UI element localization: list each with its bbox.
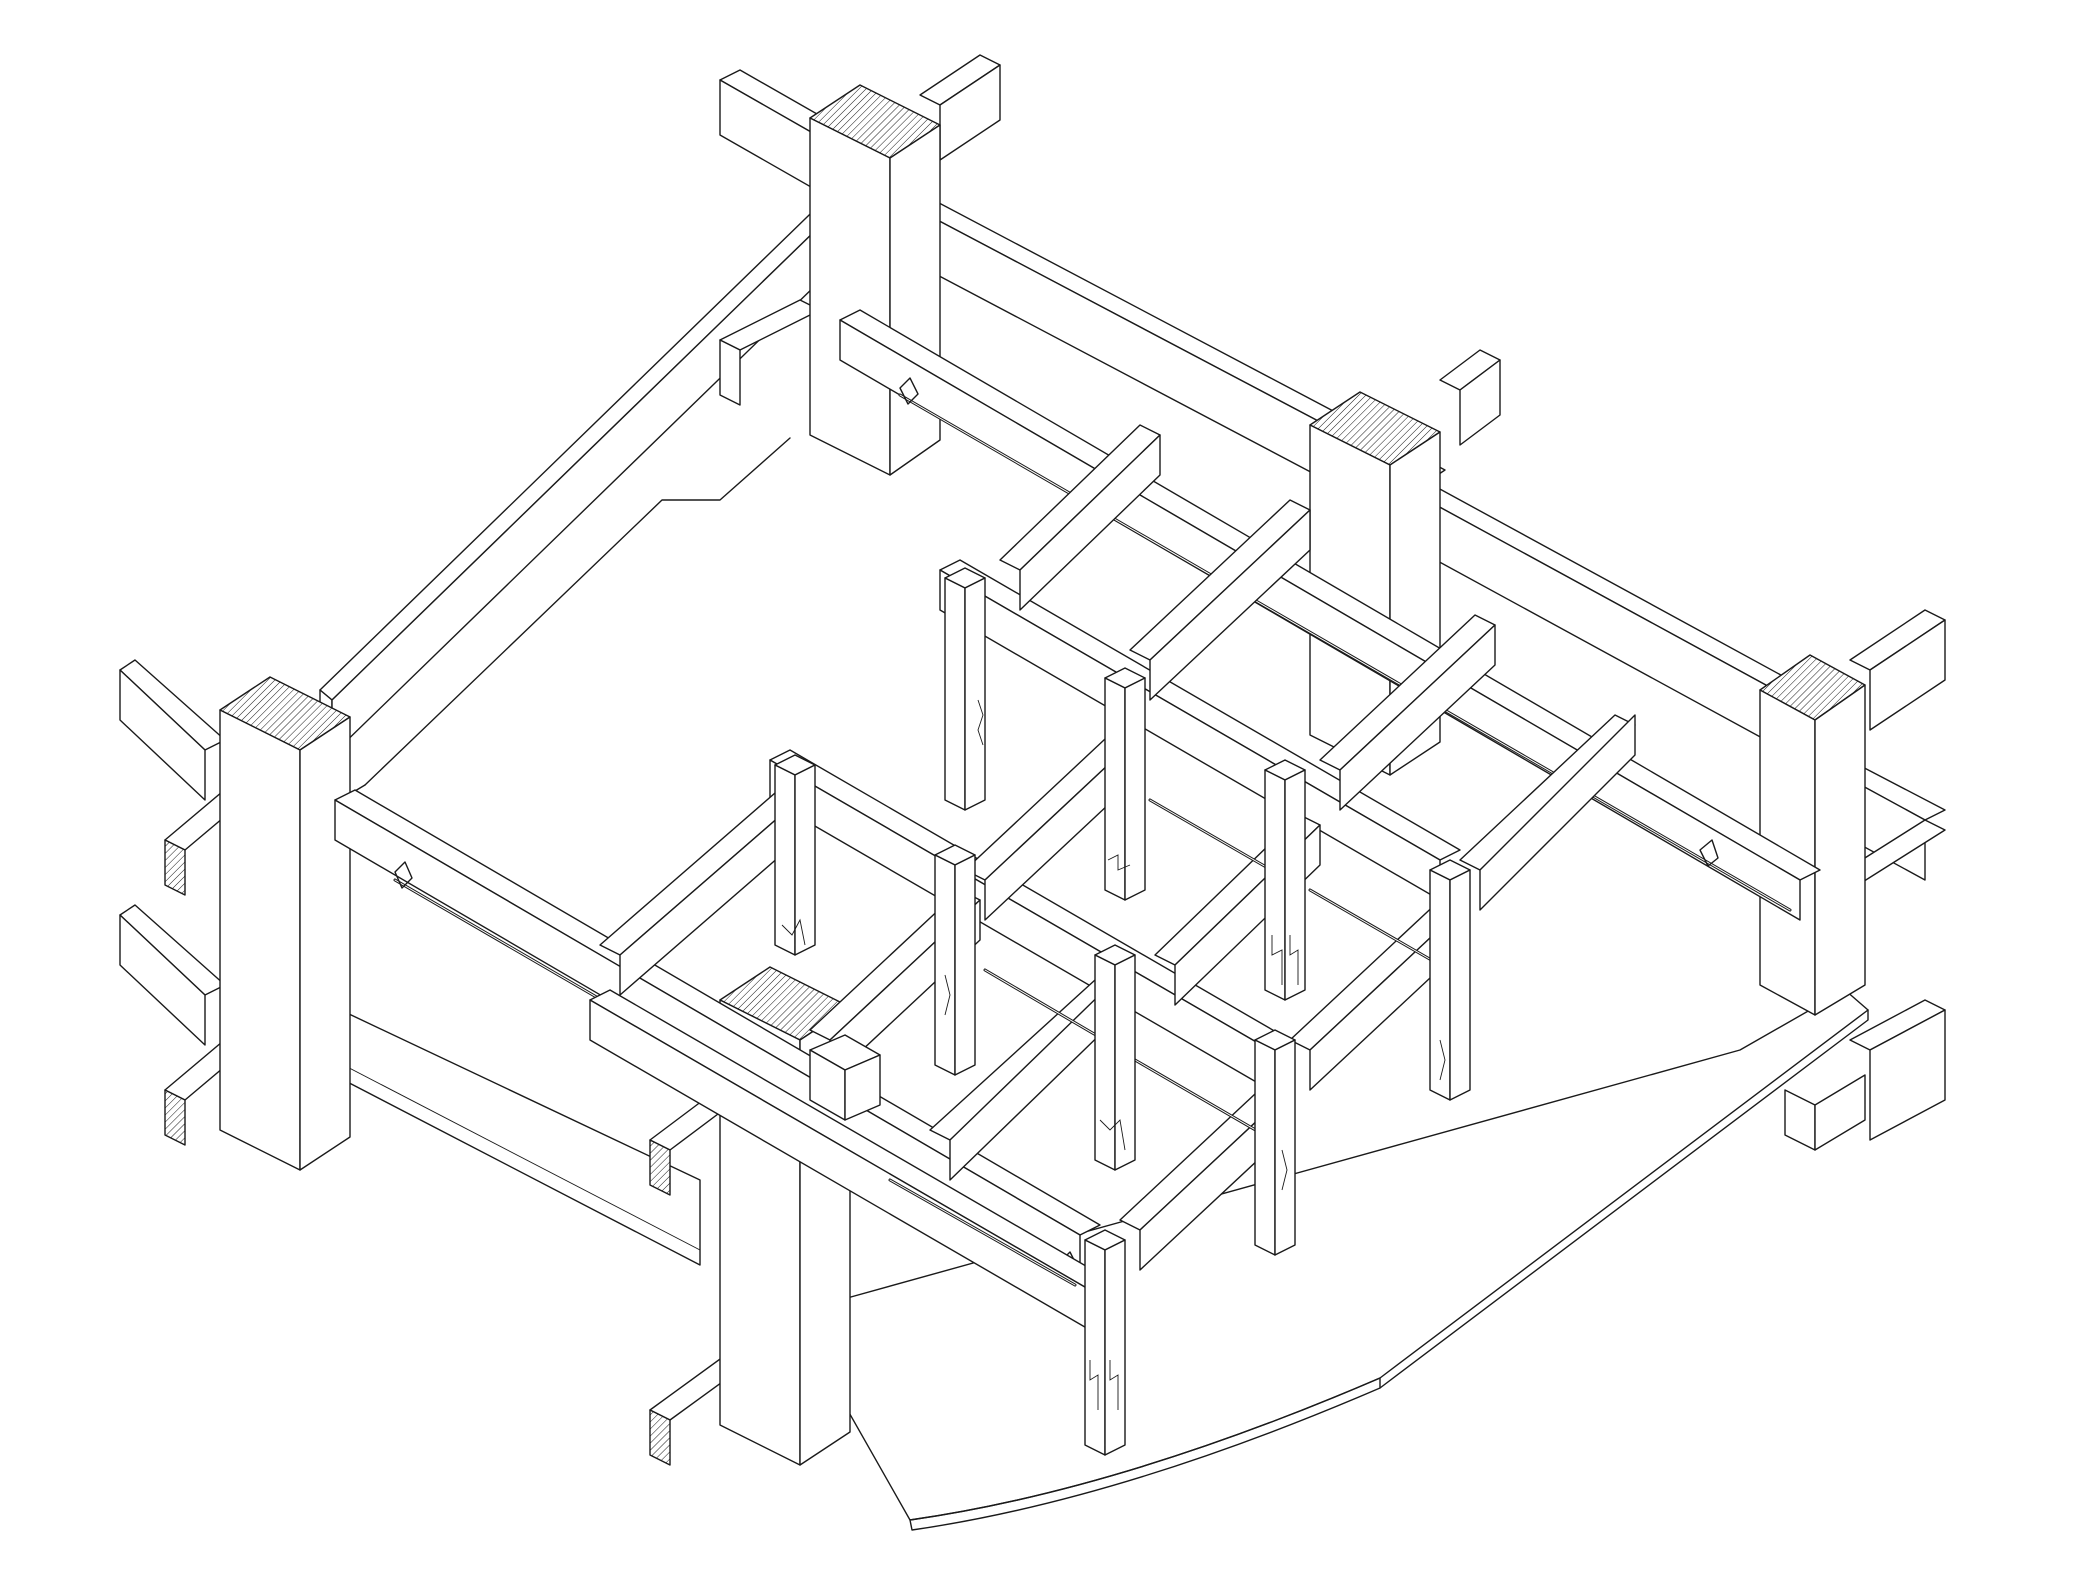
- post-9: [1084, 1229, 1126, 1456]
- post-7: [1094, 944, 1136, 1171]
- post-6: [934, 844, 976, 1076]
- column-back: [809, 84, 941, 476]
- post-5: [774, 754, 816, 956]
- post-8: [1254, 1029, 1296, 1256]
- post-3: [1264, 759, 1306, 1001]
- post-4: [1429, 859, 1471, 1101]
- floor-plate-front: [304, 989, 1869, 1531]
- post-2: [1104, 667, 1146, 901]
- post-1: [944, 567, 986, 811]
- column-left: [219, 676, 351, 1171]
